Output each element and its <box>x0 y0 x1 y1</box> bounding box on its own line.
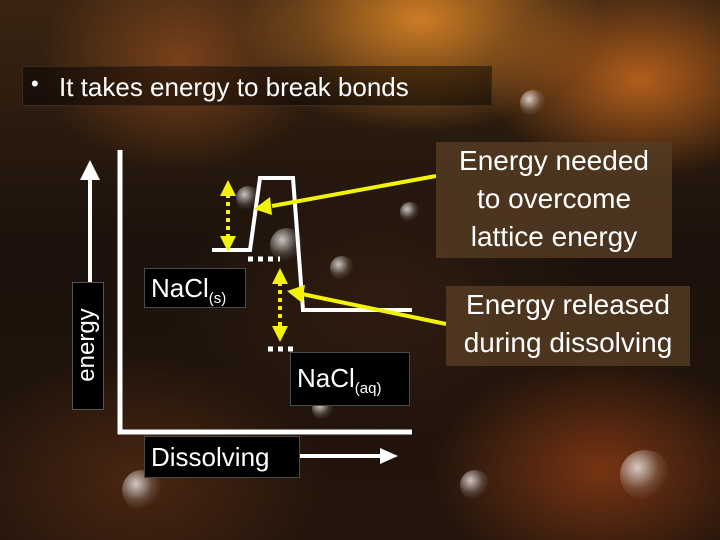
start-state-phase: (s) <box>209 290 227 307</box>
end-state-formula: NaCl <box>297 363 355 393</box>
lattice-energy-callout: Energy needed to overcome lattice energy <box>436 142 672 258</box>
callout-line: lattice energy <box>436 218 672 256</box>
start-state-label: NaCl(s) <box>144 268 246 308</box>
callout-line: Energy released <box>446 286 690 324</box>
callout-pointer-released <box>287 285 446 324</box>
callout-line: Energy needed <box>436 142 672 180</box>
x-axis-label-box: Dissolving <box>144 436 300 478</box>
end-state-phase: (aq) <box>355 380 382 397</box>
released-energy-arrow <box>272 268 288 342</box>
callout-line: to overcome <box>436 180 672 218</box>
x-axis-label: Dissolving <box>151 442 270 473</box>
callout-pointer-lattice <box>254 176 436 215</box>
lattice-energy-arrow <box>220 180 236 252</box>
start-state-formula: NaCl <box>151 273 209 303</box>
released-energy-callout: Energy released during dissolving <box>446 286 690 366</box>
dotted-reference-lines <box>248 259 298 349</box>
y-axis-arrow <box>80 160 100 282</box>
dissolving-arrow <box>296 448 398 464</box>
end-state-label: NaCl(aq) <box>290 352 410 406</box>
callout-line: during dissolving <box>446 324 690 362</box>
